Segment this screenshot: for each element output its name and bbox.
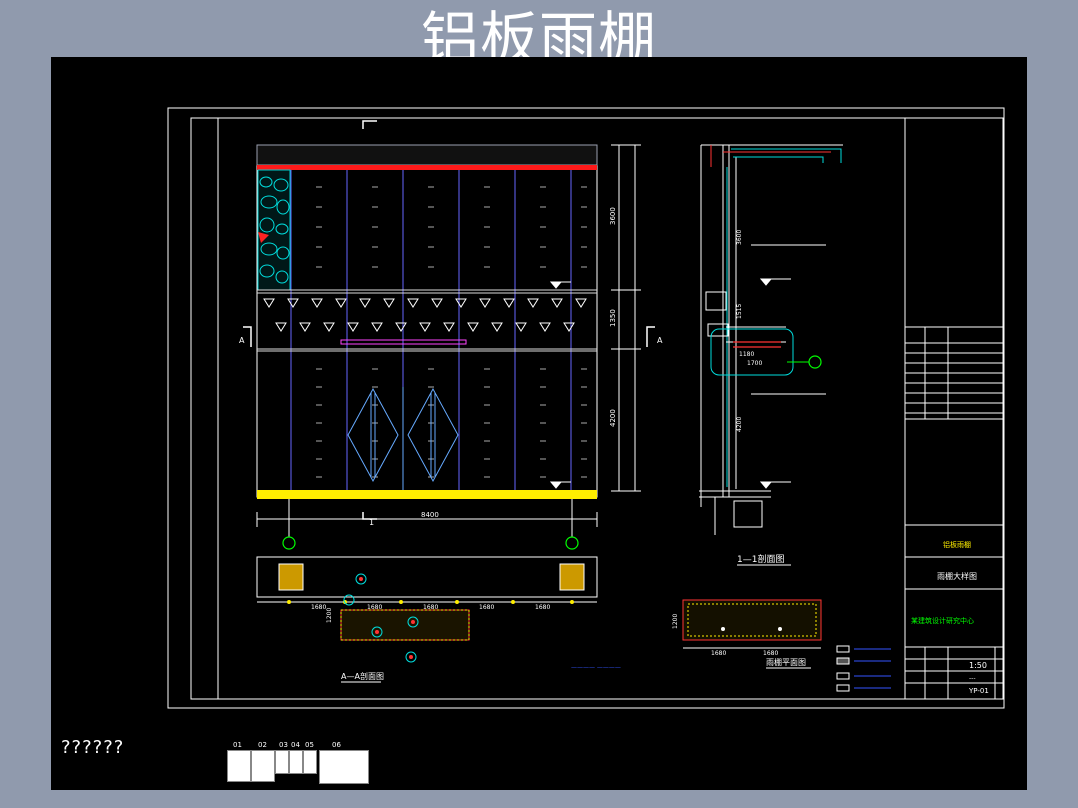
thumb-label-6: 06 [332, 741, 341, 749]
layout-thumbnails: 01 02 03 04 05 06 [227, 741, 379, 784]
thumb-6[interactable] [319, 750, 369, 784]
thumb-1[interactable] [227, 750, 251, 782]
title-block-scale: 1:50 [969, 661, 987, 670]
plan-dim-1: 1680 [311, 604, 326, 611]
plan-dim-2: 1680 [367, 604, 382, 611]
plan-dim-5: 1680 [535, 604, 550, 611]
title-block-dash: --- [969, 675, 976, 682]
elevation-height-1: 3600 [609, 207, 617, 225]
cad-drawing-canvas[interactable]: 3600 1350 4200 8400 1 A A [51, 57, 1027, 790]
thumb-3[interactable] [275, 750, 289, 774]
svg-text:———— ————: ———— ———— [571, 664, 621, 671]
stone-band [256, 144, 598, 166]
canopy-detail-plan: 1680 1680 1200 雨棚平面图 [672, 599, 822, 669]
cad-drawing: 3600 1350 4200 8400 1 A A [167, 107, 1005, 709]
elevation-width-dim: 8400 [421, 511, 439, 519]
plan-title: A—A剖面图 [341, 671, 384, 681]
plan-a-a: 1680 1680 1680 1680 1680 1200 A—A剖面图 ———… [256, 556, 621, 683]
ground-band [257, 490, 597, 499]
plan-side-dim: 1200 [326, 608, 333, 623]
front-elevation: 3600 1350 4200 8400 1 A A [239, 120, 663, 550]
sheet-outer-frame [167, 107, 1005, 709]
sheet-border [190, 117, 1004, 700]
section-marker-a-left: A [239, 336, 245, 345]
section-title: 1—1剖面图 [737, 553, 784, 565]
section-small-dim-2: 1700 [747, 360, 762, 367]
axis-bubble-left [282, 536, 296, 550]
elevation-height-2: 1350 [609, 309, 617, 327]
title-block-company: 某建筑设计研究中心 [911, 616, 974, 625]
detail-dim-1: 1680 [711, 650, 726, 657]
plan-dim-4: 1680 [479, 604, 494, 611]
axis-bubble-right [565, 536, 579, 550]
thumb-label-4: 04 [291, 741, 300, 749]
section-dim-1: 3600 [736, 230, 743, 245]
thumb-label-5: 05 [305, 741, 314, 749]
elevation-height-3: 4200 [609, 409, 617, 427]
thumb-5[interactable] [303, 750, 317, 774]
title-block-sheet: YP-01 [968, 687, 989, 695]
detail-title: 雨棚平面图 [766, 657, 806, 667]
caption-text: ?????? [61, 737, 125, 758]
thumb-label-3: 03 [279, 741, 288, 749]
title-block [905, 326, 1003, 699]
section-marker-1: 1 [369, 518, 374, 527]
title-block-drawing-name: 雨棚大样图 [937, 571, 977, 581]
sign-strip [340, 339, 467, 345]
thumb-2[interactable] [251, 750, 275, 782]
detail-side-dim: 1200 [672, 614, 679, 629]
material-legend [836, 645, 891, 692]
section-marker-a-right: A [657, 336, 663, 345]
red-beam [257, 165, 597, 170]
title-block-project: 铝板雨棚 [943, 540, 971, 549]
thumb-label-1: 01 [233, 741, 242, 749]
entrance-doors [347, 387, 459, 490]
section-small-dim-1: 1180 [739, 351, 754, 358]
thumb-label-2: 02 [258, 741, 267, 749]
section-1-1: 1180 1700 3600 1515 4200 1—1剖面图 [699, 144, 843, 566]
section-dim-2: 1515 [736, 304, 743, 319]
detail-dim-2: 1680 [763, 650, 778, 657]
thumb-4[interactable] [289, 750, 303, 774]
plan-dim-3: 1680 [423, 604, 438, 611]
section-dim-3: 4200 [736, 417, 743, 432]
